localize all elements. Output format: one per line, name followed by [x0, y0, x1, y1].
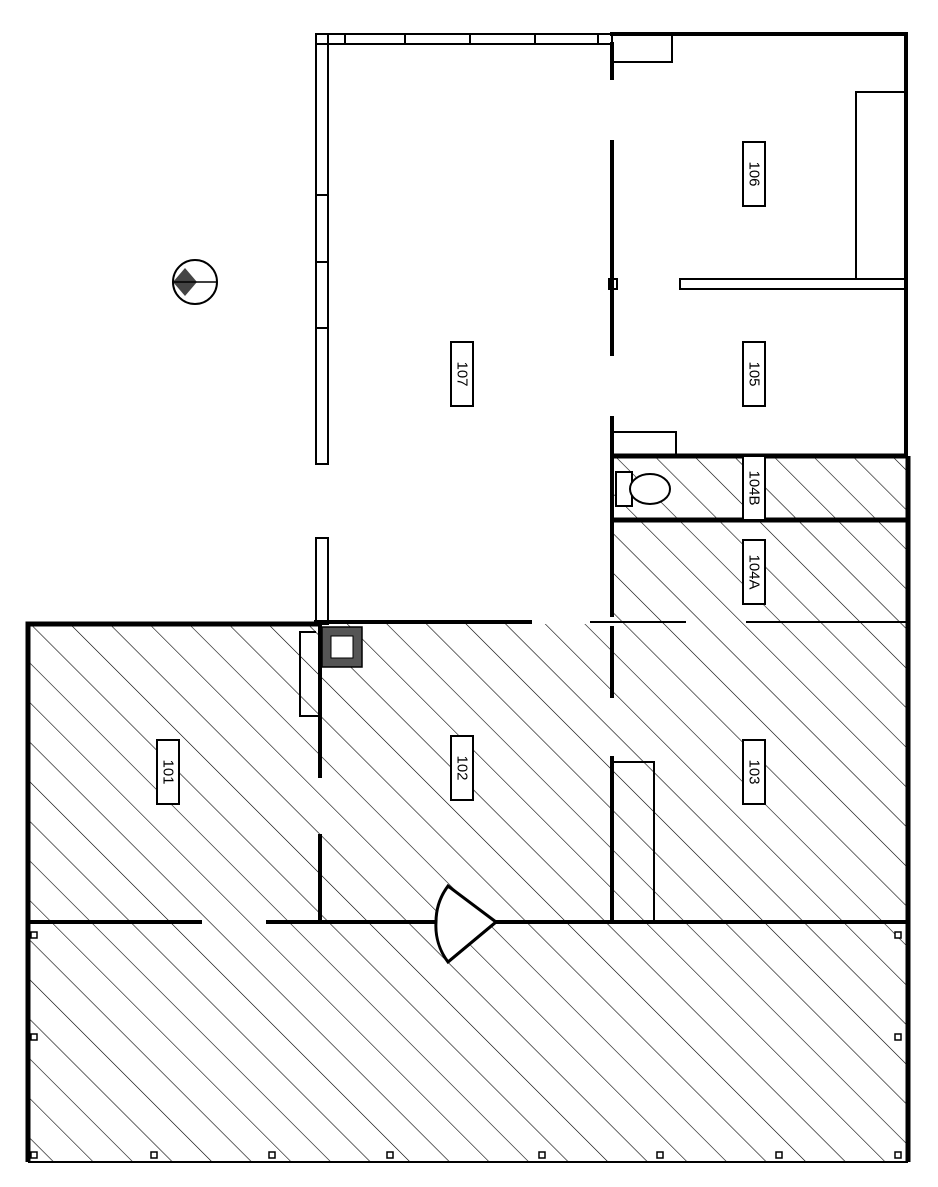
- room-label-104A: 104A: [742, 539, 766, 605]
- wall-upper-right: [610, 32, 908, 458]
- door-swing-icon: [434, 883, 499, 965]
- room-label-105: 105: [742, 341, 766, 407]
- room-label-105-text: 105: [746, 361, 763, 386]
- room-label-101: 101: [156, 739, 180, 805]
- room-labels: 101 102 103 104A 104B 105 106 107: [156, 141, 766, 805]
- wall-main-left-top: [25, 621, 320, 1162]
- room-label-106-text: 106: [746, 161, 763, 186]
- room-label-103-text: 103: [746, 759, 763, 784]
- hatch-porch: [28, 922, 908, 1162]
- room-label-106: 106: [742, 141, 766, 207]
- wall-107-windows: [315, 33, 613, 625]
- porch-posts: [30, 931, 902, 1159]
- room-label-104A-text: 104A: [746, 554, 763, 589]
- chimney-icon: [321, 626, 363, 668]
- interior-walls: [26, 33, 910, 924]
- room-label-101-text: 101: [160, 759, 177, 784]
- room-label-102-text: 102: [454, 755, 471, 780]
- room-label-104B: 104B: [742, 455, 766, 521]
- room-label-107-text: 107: [454, 361, 471, 386]
- room-label-102: 102: [450, 735, 474, 801]
- room-label-107: 107: [450, 341, 474, 407]
- room-label-103: 103: [742, 739, 766, 805]
- hatched-areas: [28, 456, 908, 1162]
- north-arrow-icon: [172, 259, 218, 305]
- toilet-icon: [615, 471, 671, 507]
- room-label-104B-text: 104B: [746, 470, 763, 505]
